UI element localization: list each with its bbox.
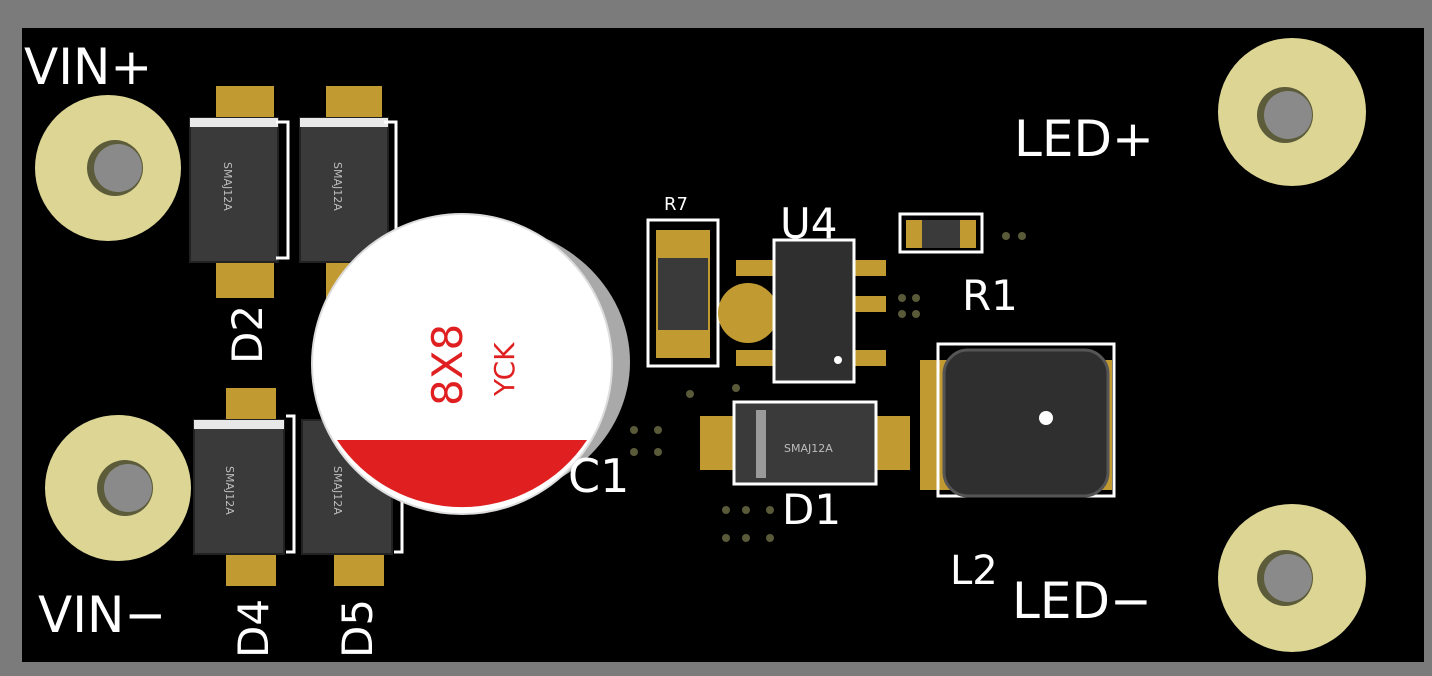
resistor-r7[interactable] (646, 218, 720, 368)
label-d4: D4 (229, 599, 278, 658)
label-led-plus: LED+ (1014, 110, 1154, 168)
label-u4: U4 (780, 199, 837, 248)
terminal-led-plus[interactable] (1218, 38, 1366, 186)
resistor-r1[interactable] (898, 212, 984, 254)
marking-d4: SMAJ12A (223, 466, 236, 515)
diode-d2a[interactable]: SMAJ12A (189, 86, 279, 298)
label-led-minus: LED− (1012, 572, 1152, 630)
label-c1: C1 (568, 449, 629, 503)
c1-brand-marking: YCK (488, 342, 521, 397)
label-vin-minus: VIN− (38, 586, 166, 644)
label-l2: L2 (950, 548, 998, 594)
ic-u4[interactable] (718, 238, 886, 384)
inductor-l2[interactable] (920, 342, 1116, 498)
via-icon (630, 232, 1026, 542)
marking-d2a: SMAJ12A (221, 162, 234, 211)
label-d2: D2 (223, 305, 272, 364)
label-d1: D1 (782, 485, 841, 534)
label-vin-plus: VIN+ (24, 38, 152, 96)
diode-d1[interactable]: SMAJ12A (700, 400, 910, 486)
label-d5: D5 (333, 599, 382, 658)
capacitor-c1[interactable]: 8X8 YCK (311, 213, 630, 515)
marking-d2b: SMAJ12A (331, 162, 344, 211)
label-r1: R1 (962, 271, 1018, 320)
terminal-vin-plus[interactable] (35, 95, 181, 241)
terminal-vin-minus[interactable] (45, 415, 191, 561)
terminal-led-minus[interactable] (1218, 504, 1366, 652)
label-r7: R7 (664, 194, 688, 215)
marking-d5: SMAJ12A (331, 466, 344, 515)
marking-d1: SMAJ12A (784, 442, 833, 455)
c1-size-marking: 8X8 (423, 324, 472, 406)
diode-d4[interactable]: SMAJ12A (193, 388, 285, 586)
